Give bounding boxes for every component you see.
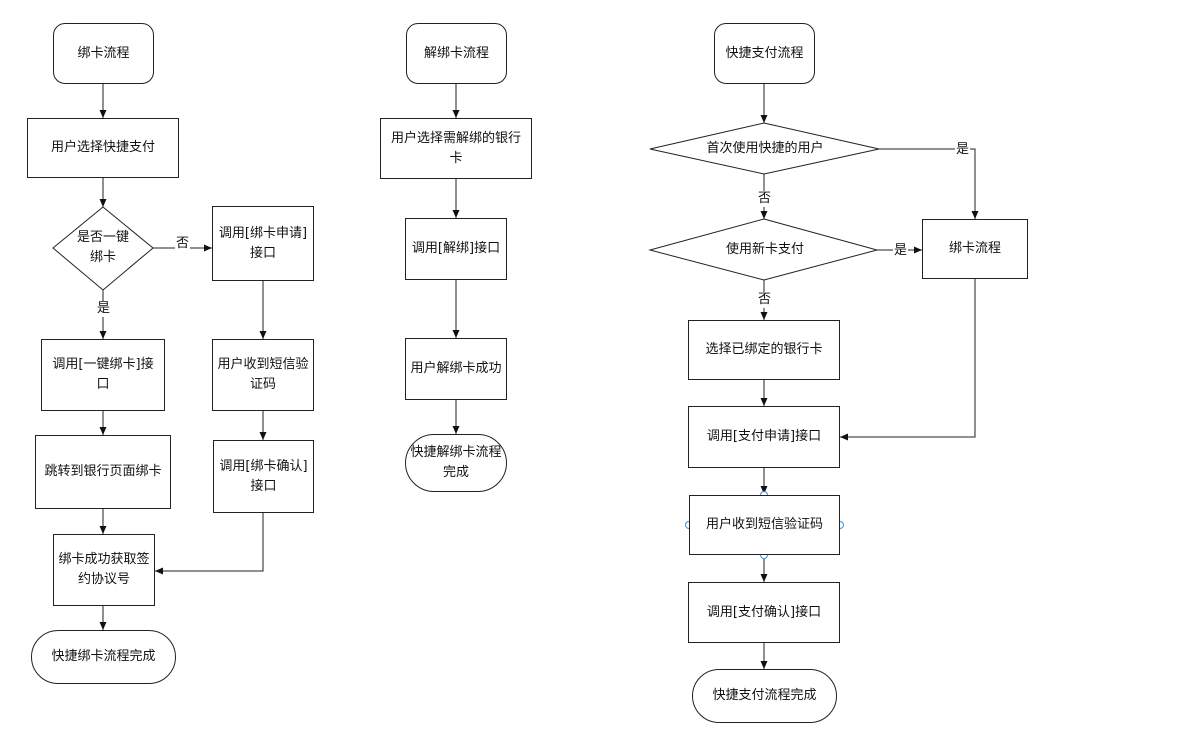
- flow1-sms-node[interactable]: 用户收到短信验证码: [212, 339, 314, 411]
- flow1-no-label: 否: [175, 236, 191, 252]
- flow1-call-confirm-node[interactable]: 调用[绑卡确认]接口: [213, 440, 314, 513]
- flow3-end-node[interactable]: 快捷支付流程完成: [692, 669, 837, 723]
- flow3-decision-new-label[interactable]: 使用新卡支付: [725, 242, 804, 257]
- decision-first-shape: [649, 122, 880, 175]
- flow3-call-pay-apply-node[interactable]: 调用[支付申请]接口: [688, 406, 840, 468]
- flow2-call-unbind-node[interactable]: 调用[解绑]接口: [405, 218, 507, 280]
- edge: [879, 148, 979, 219]
- flow1-yes-label: 是: [96, 301, 112, 317]
- flow3-yes2-label: 是: [893, 243, 909, 259]
- edge: [840, 279, 976, 441]
- flow3-start-node[interactable]: 快捷支付流程: [714, 23, 815, 84]
- decision-oneclick-shape: [52, 206, 154, 291]
- flow1-call-oneclick-node[interactable]: 调用[一键绑卡]接口: [41, 339, 165, 411]
- flow3-bind-node[interactable]: 绑卡流程: [922, 219, 1028, 279]
- flow2-start-node[interactable]: 解绑卡流程: [406, 23, 507, 84]
- flow3-select-bound-node[interactable]: 选择已绑定的银行卡: [688, 320, 840, 380]
- flow1-call-apply-node[interactable]: 调用[绑卡申请]接口: [212, 206, 314, 281]
- flow2-select-card-node[interactable]: 用户选择需解绑的银行卡: [380, 118, 532, 179]
- flow1-success-node[interactable]: 绑卡成功获取签约协议号: [53, 534, 155, 606]
- flow2-end-node[interactable]: 快捷解绑卡流程完成: [405, 434, 507, 492]
- flow1-end-node[interactable]: 快捷绑卡流程完成: [31, 630, 176, 684]
- flow1-jump-bank-node[interactable]: 跳转到银行页面绑卡: [35, 435, 171, 509]
- flow2-success-node[interactable]: 用户解绑卡成功: [405, 338, 507, 400]
- edge: [155, 513, 264, 575]
- flow1-decision-oneclick-label[interactable]: 是否一键绑卡: [76, 230, 129, 265]
- flow1-select-pay-node[interactable]: 用户选择快捷支付: [27, 118, 179, 178]
- flow3-sms-node[interactable]: 用户收到短信验证码: [689, 495, 840, 555]
- flow3-call-pay-confirm-node[interactable]: 调用[支付确认]接口: [688, 582, 840, 643]
- decision-new-shape: [648, 218, 879, 281]
- flow3-yes1-label: 是: [955, 142, 971, 158]
- flow1-start-node[interactable]: 绑卡流程: [53, 23, 154, 84]
- flow3-decision-first-label[interactable]: 首次使用快捷的用户: [706, 141, 824, 156]
- flow3-no1-label: 否: [757, 191, 773, 207]
- flow3-no2-label: 否: [757, 292, 773, 308]
